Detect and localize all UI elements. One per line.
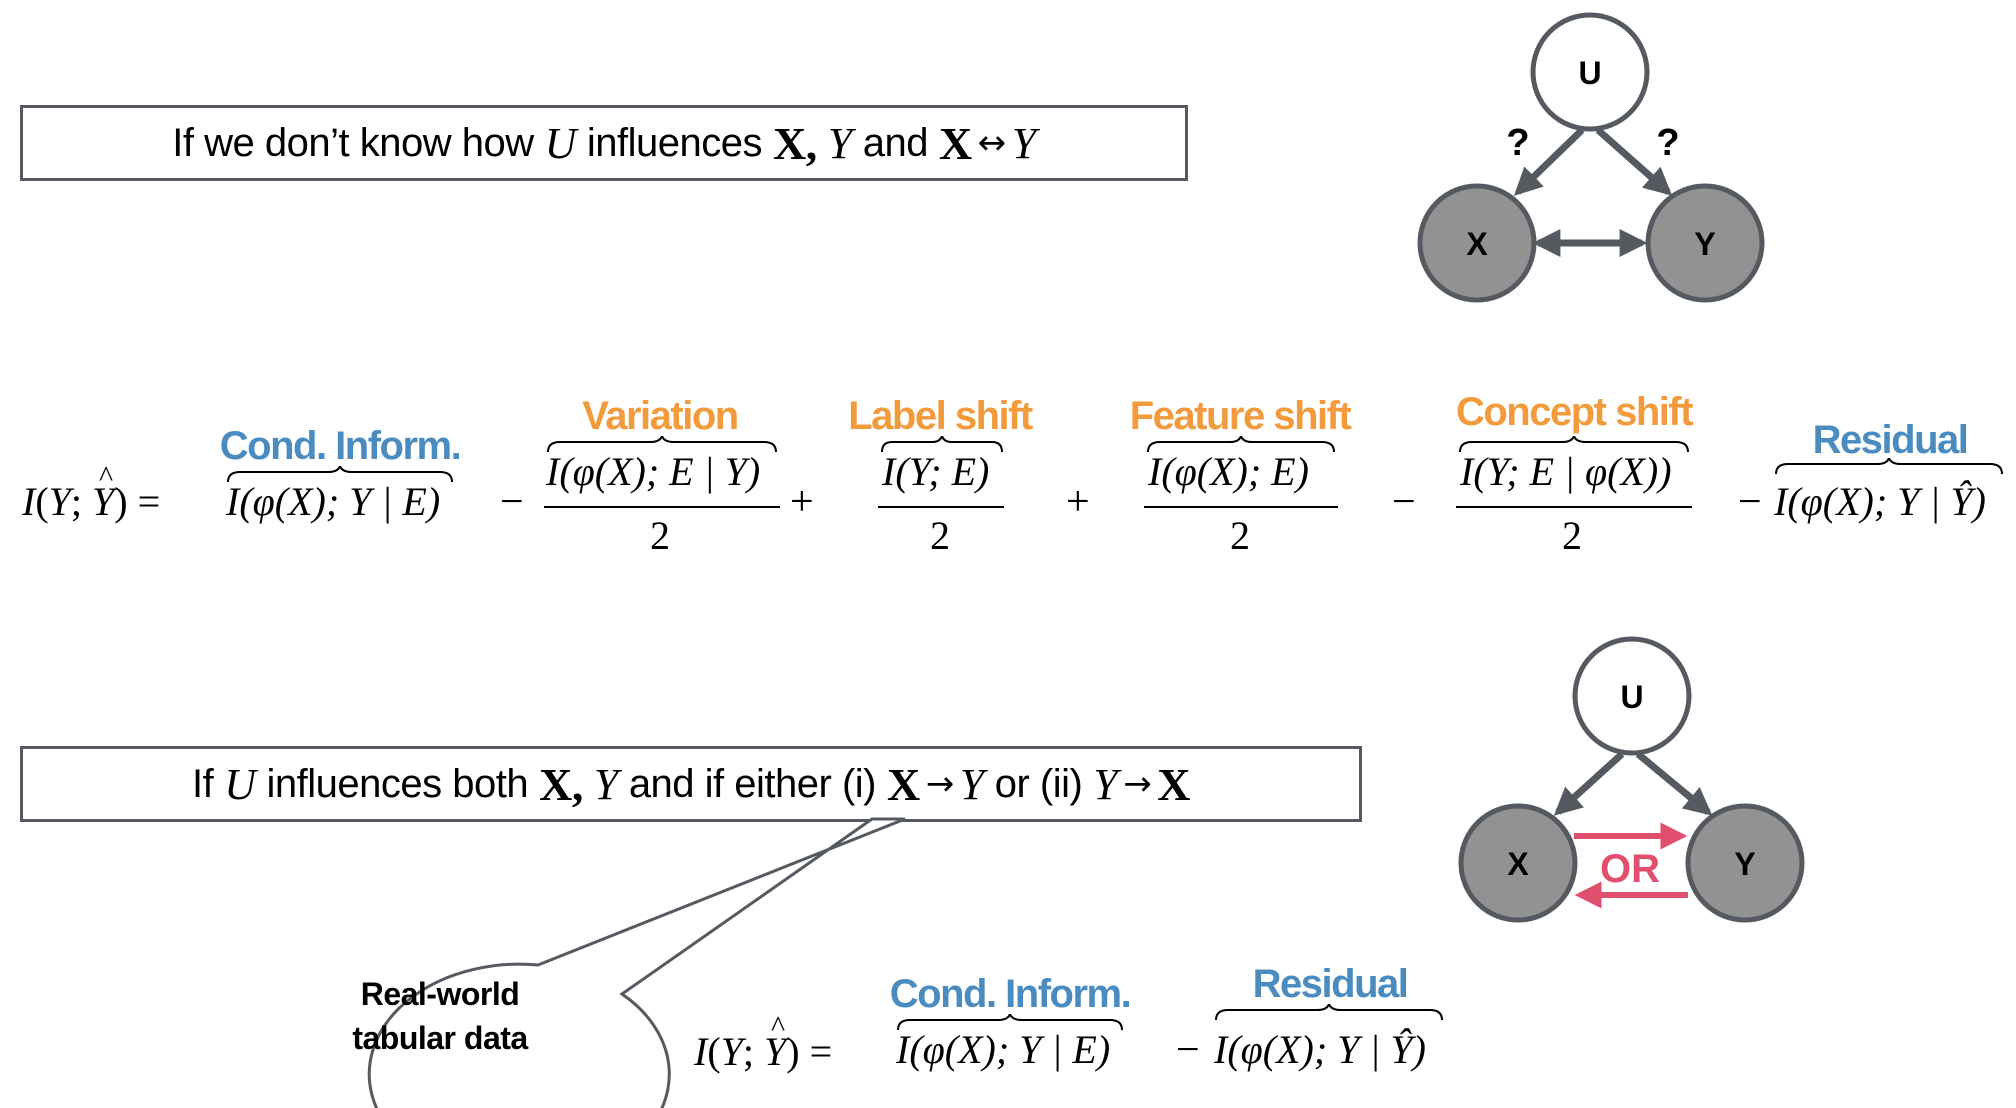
node-x-label: X bbox=[1466, 226, 1488, 262]
bottom-condition-mid2: and if either (i) bbox=[628, 761, 877, 806]
right-arrow-symbol: → bbox=[925, 764, 955, 804]
edge-u-to-x bbox=[1553, 751, 1625, 816]
node-x bbox=[1417, 183, 1537, 303]
right-arrow-symbol: → bbox=[1123, 764, 1152, 804]
callout-line-2: tabular data bbox=[352, 1020, 528, 1056]
node-x bbox=[1458, 803, 1578, 923]
overbrace bbox=[1215, 1004, 1443, 1021]
overbrace bbox=[881, 436, 1003, 453]
var-y: Y bbox=[959, 759, 984, 809]
var-x: X, bbox=[539, 758, 583, 810]
top-condition-mid: influences bbox=[586, 120, 763, 165]
term-numerator: I(Y; E | φ(X)) bbox=[1460, 449, 1672, 494]
term-label-cond-inform: Cond. Inform. bbox=[889, 972, 1132, 1016]
node-y-label: Y bbox=[1734, 846, 1755, 882]
bottom-condition-prefix: If bbox=[191, 761, 214, 806]
term-denominator: 2 bbox=[930, 513, 950, 558]
edge-u-to-y bbox=[1595, 127, 1673, 196]
term-denominator: 2 bbox=[1230, 513, 1250, 558]
fraction-bar bbox=[1144, 506, 1338, 508]
term-label-concept-shift: Concept shift bbox=[1455, 390, 1694, 434]
edge-u-to-y bbox=[1635, 751, 1713, 816]
overbrace bbox=[1459, 436, 1689, 453]
var-y: Y bbox=[1011, 118, 1036, 168]
bottom-condition-mid3: or (ii) bbox=[994, 761, 1083, 806]
overbrace bbox=[1775, 458, 2003, 475]
term-label-variation: Variation bbox=[582, 394, 739, 438]
edge-u-to-x bbox=[1513, 127, 1585, 196]
fraction-bar bbox=[1456, 506, 1692, 508]
var-y: Y bbox=[593, 759, 618, 809]
callout-bubble bbox=[367, 817, 906, 1108]
term-label-residual: Residual bbox=[1252, 962, 1409, 1006]
var-u: U bbox=[224, 759, 256, 809]
fraction-bar bbox=[544, 506, 780, 508]
overbrace bbox=[1147, 436, 1335, 453]
bidirectional-arrow-symbol: ↔ bbox=[977, 123, 1007, 163]
term-numerator: I(Y; E) bbox=[882, 449, 990, 494]
term-expression: I(φ(X); Y | Ŷ) bbox=[1774, 479, 1986, 524]
minus-sign: − bbox=[1392, 479, 1416, 525]
lhs-mutual-information: I(Y; Y) = bbox=[22, 460, 160, 525]
minus-sign: − bbox=[1738, 479, 1762, 525]
term-label-cond-inform: Cond. Inform. bbox=[219, 424, 462, 468]
or-label: OR bbox=[1600, 847, 1660, 891]
var-x: X, bbox=[773, 117, 817, 169]
minus-sign: − bbox=[1176, 1027, 1200, 1073]
bottom-causal-graph: U X Y OR bbox=[1458, 636, 1805, 923]
term-denominator: 2 bbox=[650, 513, 670, 558]
term-label-feature-shift: Feature shift bbox=[1129, 394, 1352, 438]
term-label-residual: Residual bbox=[1812, 418, 1969, 462]
plus-sign: + bbox=[790, 479, 814, 525]
node-y-label: Y bbox=[1694, 226, 1715, 262]
node-y bbox=[1685, 803, 1805, 923]
node-y bbox=[1645, 183, 1765, 303]
overbrace bbox=[547, 436, 777, 453]
lhs-mutual-information: I(Y; Y) = bbox=[694, 1010, 832, 1075]
var-x: X bbox=[938, 117, 972, 169]
term-denominator: 2 bbox=[1562, 513, 1582, 558]
unknown-edge-mark: ? bbox=[1656, 122, 1679, 164]
term-numerator: I(φ(X); E | Y) bbox=[546, 449, 761, 494]
callout-shape bbox=[367, 817, 906, 1108]
node-u-label: U bbox=[1578, 55, 1601, 91]
node-u bbox=[1572, 636, 1692, 756]
callout-text: Real-world tabular data bbox=[300, 972, 580, 1060]
term-expression: I(φ(X); Y | E) bbox=[226, 479, 441, 524]
bottom-condition-mid: influences both bbox=[266, 761, 529, 806]
var-u: U bbox=[544, 118, 577, 168]
node-x-label: X bbox=[1507, 846, 1529, 882]
minus-sign: − bbox=[500, 479, 524, 525]
term-expression: I(φ(X); Y | E) bbox=[896, 1027, 1111, 1072]
plus-sign: + bbox=[1066, 479, 1090, 525]
bottom-condition-box: If U influences both X, Y and if either … bbox=[20, 746, 1362, 822]
top-condition-conj: and bbox=[862, 120, 929, 165]
node-u-label: U bbox=[1620, 679, 1643, 715]
var-x: X bbox=[1157, 758, 1191, 810]
overbrace bbox=[897, 1014, 1123, 1031]
top-causal-graph: U X Y ? ? bbox=[1417, 12, 1765, 303]
term-expression: I(φ(X); Y | Ŷ) bbox=[1214, 1027, 1426, 1072]
fraction-bar bbox=[878, 506, 1004, 508]
top-condition-prefix: If we don’t know how bbox=[172, 120, 534, 165]
overbrace bbox=[227, 466, 453, 483]
term-label-label-shift: Label shift bbox=[848, 394, 1033, 438]
var-x: X bbox=[886, 758, 920, 810]
node-u bbox=[1530, 12, 1650, 132]
term-numerator: I(φ(X); E) bbox=[1148, 449, 1309, 494]
var-y: Y bbox=[827, 118, 852, 168]
callout-line-1: Real-world bbox=[360, 976, 520, 1012]
var-y: Y bbox=[1093, 759, 1118, 809]
top-condition-box: If we don’t know how U influences X, Y a… bbox=[20, 105, 1188, 181]
unknown-edge-mark: ? bbox=[1506, 122, 1529, 164]
